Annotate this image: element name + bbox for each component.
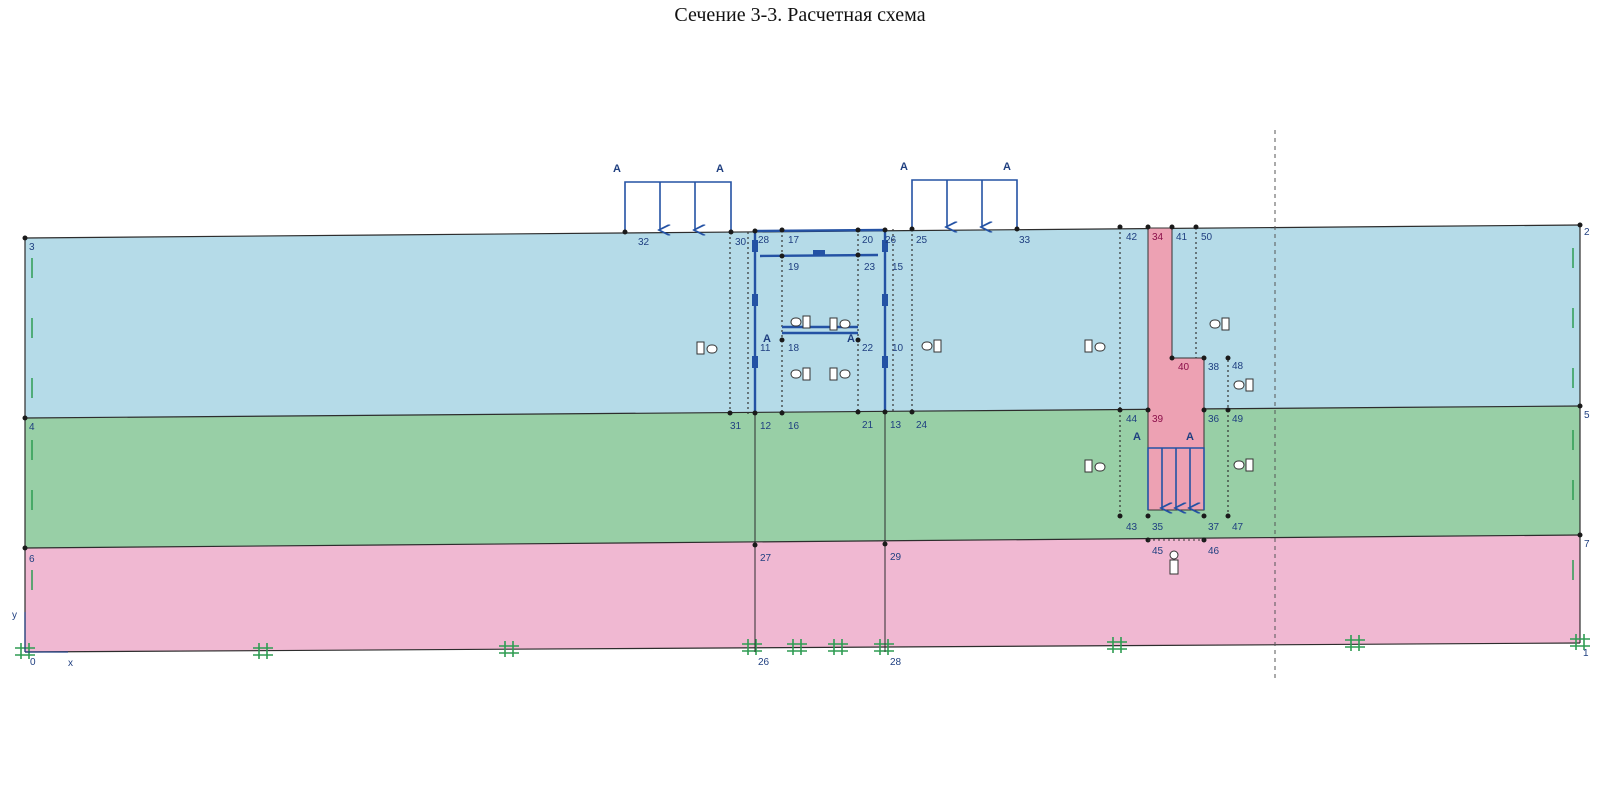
point-label: 4 bbox=[29, 422, 35, 433]
point-label: 45 bbox=[1152, 546, 1164, 557]
point-label: 18 bbox=[788, 343, 800, 354]
point-label: 13 bbox=[890, 420, 902, 431]
point-label: 37 bbox=[1208, 522, 1220, 533]
point-label: 42 bbox=[1126, 232, 1138, 243]
boundary-line-bottom bbox=[24, 642, 1581, 653]
point-label: 32 bbox=[638, 237, 650, 248]
point-label: 43 bbox=[1126, 522, 1138, 533]
point-label: 3 bbox=[29, 242, 35, 253]
distributed-loads bbox=[624, 179, 1205, 510]
load-label: A bbox=[1133, 431, 1141, 443]
point-label: 26 bbox=[758, 657, 770, 668]
bottom-fixity-marks bbox=[15, 634, 1590, 659]
point-label: 46 bbox=[1208, 546, 1220, 557]
point-label: 16 bbox=[788, 421, 800, 432]
point-label: 28 bbox=[890, 657, 902, 668]
point-label: 20 bbox=[862, 235, 874, 246]
point-label: 12 bbox=[760, 421, 772, 432]
load-label: A bbox=[1186, 431, 1194, 443]
point-label: 21 bbox=[862, 420, 874, 431]
soil-layer-middle bbox=[25, 406, 1580, 548]
point-label: 6 bbox=[29, 554, 35, 565]
point-label: 47 bbox=[1232, 522, 1244, 533]
point-label: 30 bbox=[735, 237, 747, 248]
point-label: 38 bbox=[1208, 362, 1220, 373]
point-label: 11 bbox=[760, 343, 771, 354]
point-label: 40 bbox=[1178, 362, 1190, 373]
axis-y-label: y bbox=[12, 610, 17, 621]
boundary-line-1 bbox=[24, 405, 1581, 419]
load-label: A bbox=[847, 333, 855, 345]
point-label: 5 bbox=[1584, 410, 1590, 421]
load-label: A bbox=[1003, 161, 1011, 173]
axis-indicator bbox=[24, 612, 68, 653]
point-label: 0 bbox=[30, 657, 36, 668]
boundary-line-2 bbox=[24, 534, 1581, 549]
point-label: 2 bbox=[1584, 227, 1590, 238]
point-label: 33 bbox=[1019, 235, 1031, 246]
point-label: 44 bbox=[1126, 414, 1138, 425]
interface-symbols bbox=[696, 315, 1254, 575]
soil-layer-bottom bbox=[25, 535, 1580, 652]
point-label: 31 bbox=[730, 421, 742, 432]
point-label: 7 bbox=[1584, 539, 1590, 550]
point-label: 49 bbox=[1232, 414, 1244, 425]
diagram-title: Сечение 3-3. Расчетная схема bbox=[674, 4, 926, 26]
frame-joints bbox=[752, 240, 888, 368]
point-label: 19 bbox=[788, 262, 800, 273]
axis-x-label: x bbox=[68, 658, 73, 669]
point-label: 17 bbox=[788, 235, 800, 246]
load-label: A bbox=[900, 161, 908, 173]
load-label: A bbox=[716, 163, 724, 175]
point-label: 27 bbox=[760, 553, 772, 564]
nodes bbox=[22, 222, 1583, 551]
load-label: A bbox=[613, 163, 621, 175]
point-label: 22 bbox=[862, 343, 874, 354]
point-label: 1 bbox=[1583, 648, 1589, 659]
point-label: 36 bbox=[1208, 414, 1220, 425]
point-label: 50 bbox=[1201, 232, 1213, 243]
point-label: 15 bbox=[892, 262, 904, 273]
point-label: 28 bbox=[758, 235, 770, 246]
point-label: 24 bbox=[916, 420, 928, 431]
point-label: 26 bbox=[885, 235, 897, 246]
point-label: 10 bbox=[892, 343, 904, 354]
point-label: 41 bbox=[1176, 232, 1188, 243]
point-label: 48 bbox=[1232, 361, 1244, 372]
point-label: 34 bbox=[1152, 232, 1164, 243]
point-labels: 0 1 2 3 4 5 6 7 32 30 28 17 19 20 23 26 … bbox=[29, 227, 1590, 668]
load-label: A bbox=[763, 333, 771, 345]
point-label: 39 bbox=[1152, 414, 1164, 425]
point-label: 35 bbox=[1152, 522, 1164, 533]
point-label: 25 bbox=[916, 235, 928, 246]
point-label: 23 bbox=[864, 262, 876, 273]
point-label: 29 bbox=[890, 552, 902, 563]
